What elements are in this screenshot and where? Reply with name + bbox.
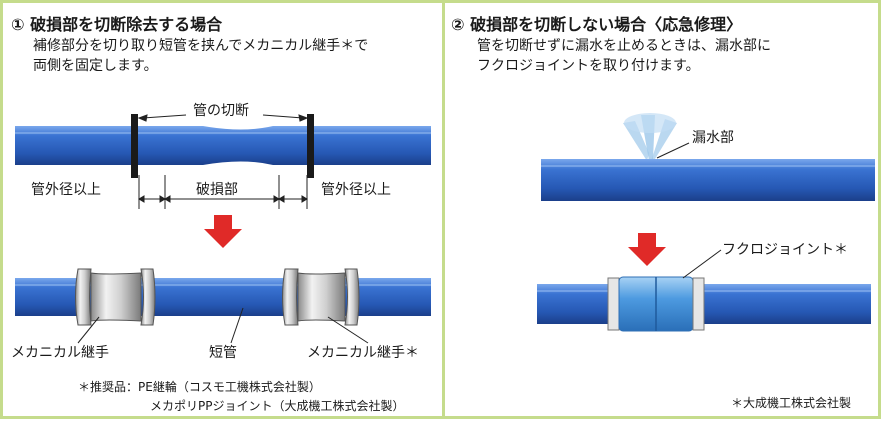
- left-desc-line1: 補修部分を切り取り短管を挟んでメカニカル継手＊で: [33, 38, 369, 54]
- label-leak: 漏水部: [692, 130, 734, 146]
- label-short-pipe: 短管: [209, 345, 237, 361]
- panel-no-cut: ② 破損部を切断しない場合〈応急修理〉 管を切断せずに漏水を止めるときは、漏水部…: [445, 3, 878, 416]
- cut-marker-right: [307, 114, 314, 178]
- water-spray: [623, 113, 677, 161]
- mechanical-joint-left: [75, 268, 156, 326]
- right-desc-line2: フクロジョイントを取り付けます。: [477, 58, 700, 74]
- label-cut: 管の切断: [191, 100, 251, 120]
- right-desc-line1: 管を切断せずに漏水を止めるときは、漏水部に: [477, 38, 771, 54]
- right-note: ＊大成機工株式会社製: [731, 396, 852, 410]
- right-diagram: [537, 113, 875, 332]
- down-arrow-right: [628, 233, 666, 266]
- cut-marker-left: [131, 114, 138, 178]
- damaged-pipe: [15, 126, 431, 165]
- label-joint-left: メカニカル継手: [11, 345, 109, 361]
- fukuro-joint: [607, 276, 705, 332]
- label-damaged: 破損部: [196, 182, 238, 198]
- label-od-left: 管外径以上: [31, 182, 101, 198]
- left-title: ① 破損部を切断除去する場合: [11, 15, 223, 34]
- fukuro-leader: [682, 249, 722, 279]
- label-od-right: 管外径以上: [321, 182, 391, 198]
- note-line2: メカポリPPジョイント（大成機工株式会社製）: [150, 399, 405, 413]
- panel-divider: [442, 3, 445, 416]
- leak-leader: [656, 142, 690, 159]
- bottom-leaders: [77, 307, 369, 344]
- label-joint-right: メカニカル継手＊: [307, 345, 419, 361]
- label-fukuro: フクロジョイント＊: [722, 242, 848, 258]
- dimension-lines: [138, 175, 308, 209]
- left-desc-line2: 両側を固定します。: [33, 58, 158, 74]
- cut-arrows: [137, 114, 309, 122]
- left-diagram: [15, 114, 431, 344]
- down-arrow: [204, 215, 242, 248]
- right-title: ② 破損部を切断しない場合〈応急修理〉: [451, 15, 743, 34]
- note-line1: ＊推奨品：PE継輪（コスモ工機株式会社製）: [78, 380, 321, 394]
- panel-cut-remove: ① 破損部を切断除去する場合 補修部分を切り取り短管を挟んでメカニカル継手＊で …: [3, 3, 442, 416]
- mechanical-joint-right: [282, 268, 360, 326]
